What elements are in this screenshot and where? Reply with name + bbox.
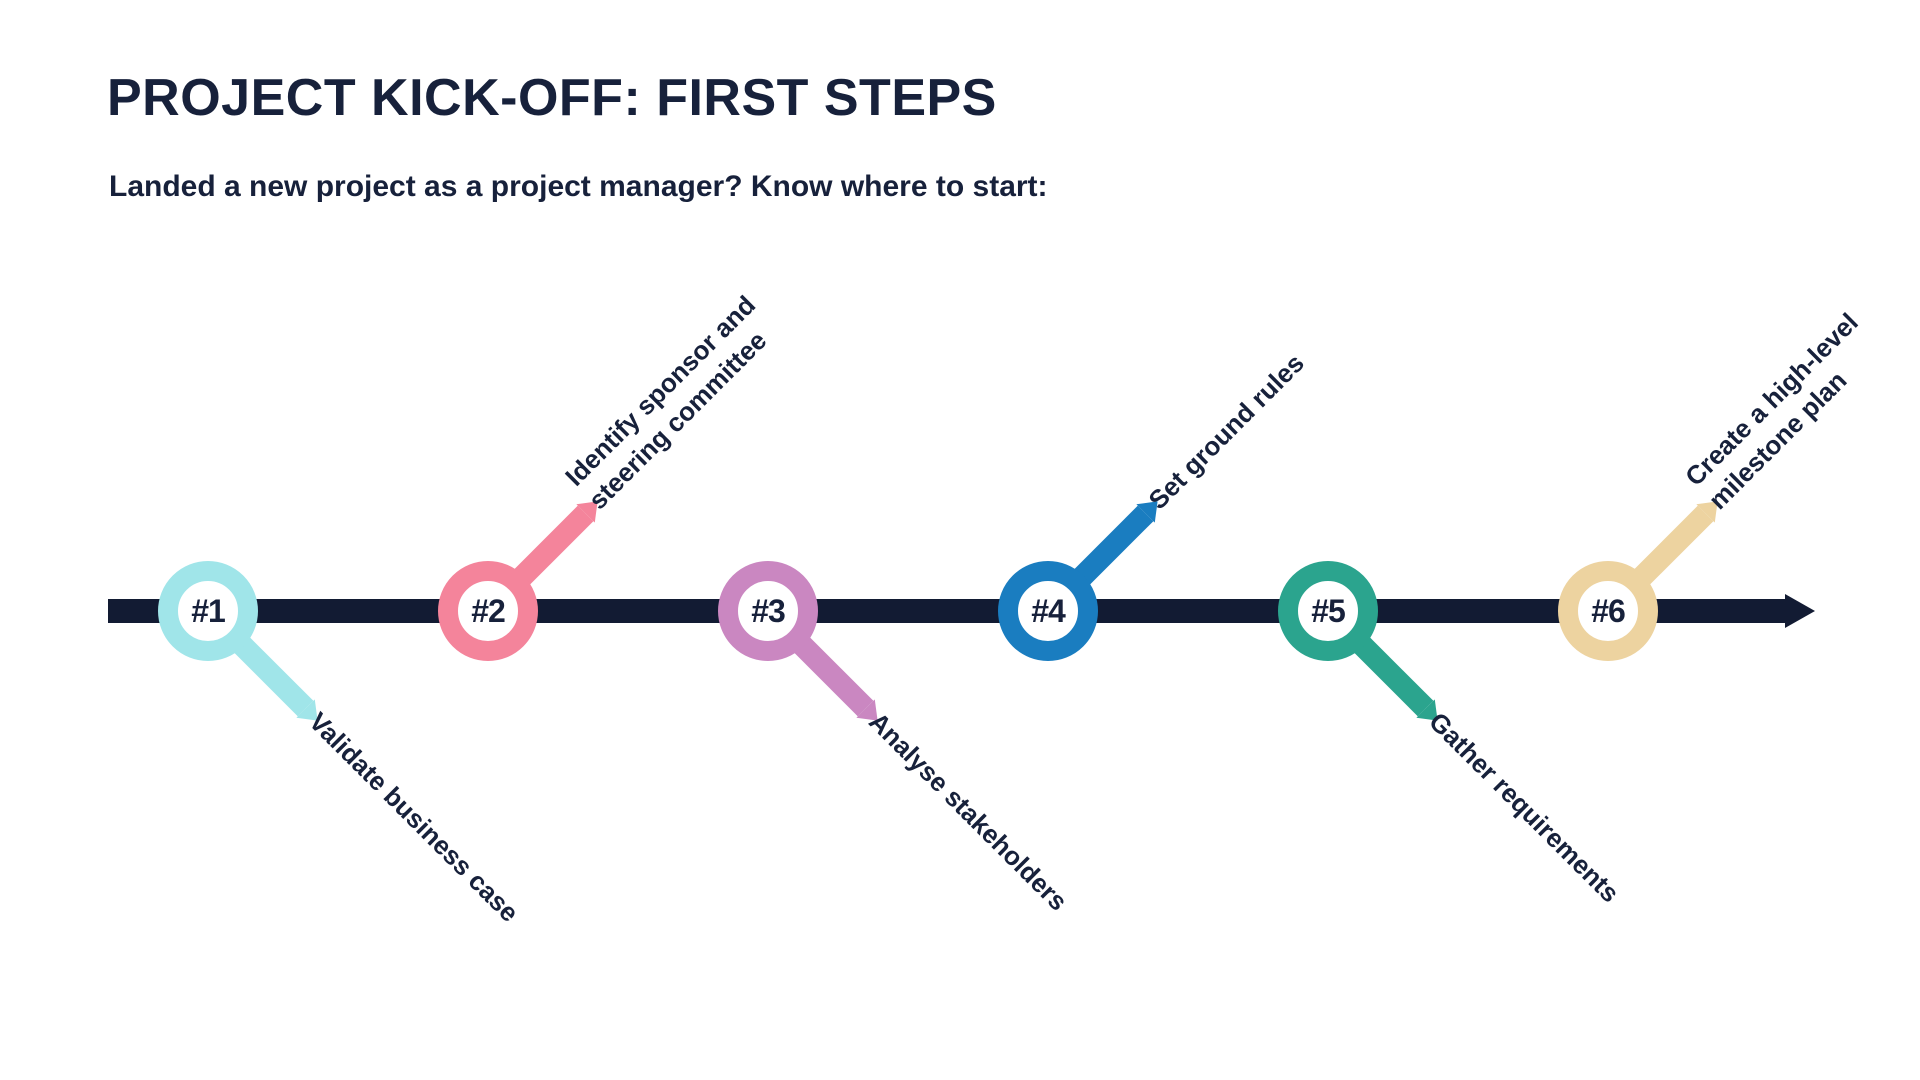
step-2-label: Identify sponsor and steering committee [558, 289, 785, 516]
timeline-step-1: #1 Validate business case [158, 561, 525, 928]
step-label-line: Set ground rules [1142, 347, 1310, 516]
step-6-circle: #6 [1558, 561, 1658, 661]
step-label-line: Identify sponsor and [559, 289, 762, 492]
step-3-label: Analyse stakeholders [862, 706, 1074, 918]
timeline-arrow-icon [1785, 594, 1815, 628]
step-1-circle: #1 [158, 561, 258, 661]
timeline-line [108, 599, 1785, 623]
step-6-label: Create a high-level milestone plan [1678, 306, 1888, 516]
step-5-label: Gather requirements [1422, 706, 1626, 910]
step-2-number: #2 [471, 592, 506, 629]
step-label-line: Validate business case [303, 706, 525, 928]
step-2-circle: #2 [438, 561, 538, 661]
step-label-line: Gather requirements [1423, 706, 1626, 909]
timeline-step-2: #2 Identify sponsor and steering committ… [438, 290, 772, 661]
step-4-circle: #4 [998, 561, 1098, 661]
timeline-step-4: #4 Set ground rules [998, 348, 1310, 661]
timeline-step-5: #5 Gather requirements [1278, 561, 1625, 908]
step-4-number: #4 [1031, 592, 1066, 629]
page-title: PROJECT KICK-OFF: FIRST STEPS [107, 69, 997, 127]
step-6-number: #6 [1591, 592, 1626, 629]
step-4-label: Set ground rules [1142, 347, 1311, 516]
step-5-circle: #5 [1278, 561, 1378, 661]
step-1-number: #1 [191, 592, 226, 629]
step-3-circle: #3 [718, 561, 818, 661]
step-3-number: #3 [751, 592, 786, 629]
step-1-label: Validate business case [302, 706, 526, 930]
page-subtitle: Landed a new project as a project manage… [109, 170, 1048, 203]
step-label-line: Analyse stakeholders [863, 706, 1074, 917]
step-5-number: #5 [1311, 592, 1346, 629]
timeline-step-3: #3 Analyse stakeholders [718, 561, 1073, 916]
timeline-step-6: #6 Create a high-level milestone plan [1558, 307, 1864, 661]
